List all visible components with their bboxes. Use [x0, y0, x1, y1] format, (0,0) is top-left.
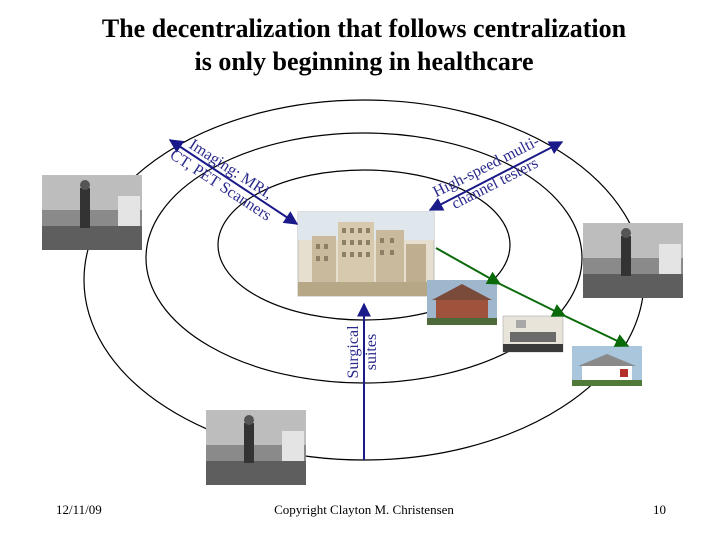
decentralization-arrow-3	[564, 315, 630, 347]
central-hospital-image	[297, 211, 435, 297]
footer-date: 12/11/09	[56, 502, 102, 517]
surgical-label: Surgical suites	[345, 325, 380, 379]
footer-page-number: 10	[653, 502, 666, 517]
testers-arrow	[428, 141, 564, 211]
man-field-image-left	[42, 175, 142, 250]
clinic-building-image	[427, 280, 497, 325]
testers-label: High-speed multi- channel testers	[430, 133, 542, 213]
man-field-image-right	[583, 223, 683, 298]
imaging-arrow	[168, 139, 299, 225]
footer-copyright: Copyright Clayton M. Christensen	[274, 502, 454, 517]
surgical-label-line-1: Surgical	[345, 325, 362, 379]
man-field-image-bottom	[206, 410, 306, 485]
decentralization-arrow-1	[435, 247, 502, 285]
home-house-image	[572, 346, 642, 386]
title-line-1: The decentralization that follows centra…	[101, 14, 627, 43]
decentralization-arrow-2	[499, 283, 567, 317]
surgical-label-line-2: suites	[363, 334, 380, 370]
title-line-2: is only beginning in healthcare	[194, 47, 534, 76]
office-interior-image	[502, 315, 564, 353]
slide-title: The decentralization that follows centra…	[0, 12, 728, 78]
